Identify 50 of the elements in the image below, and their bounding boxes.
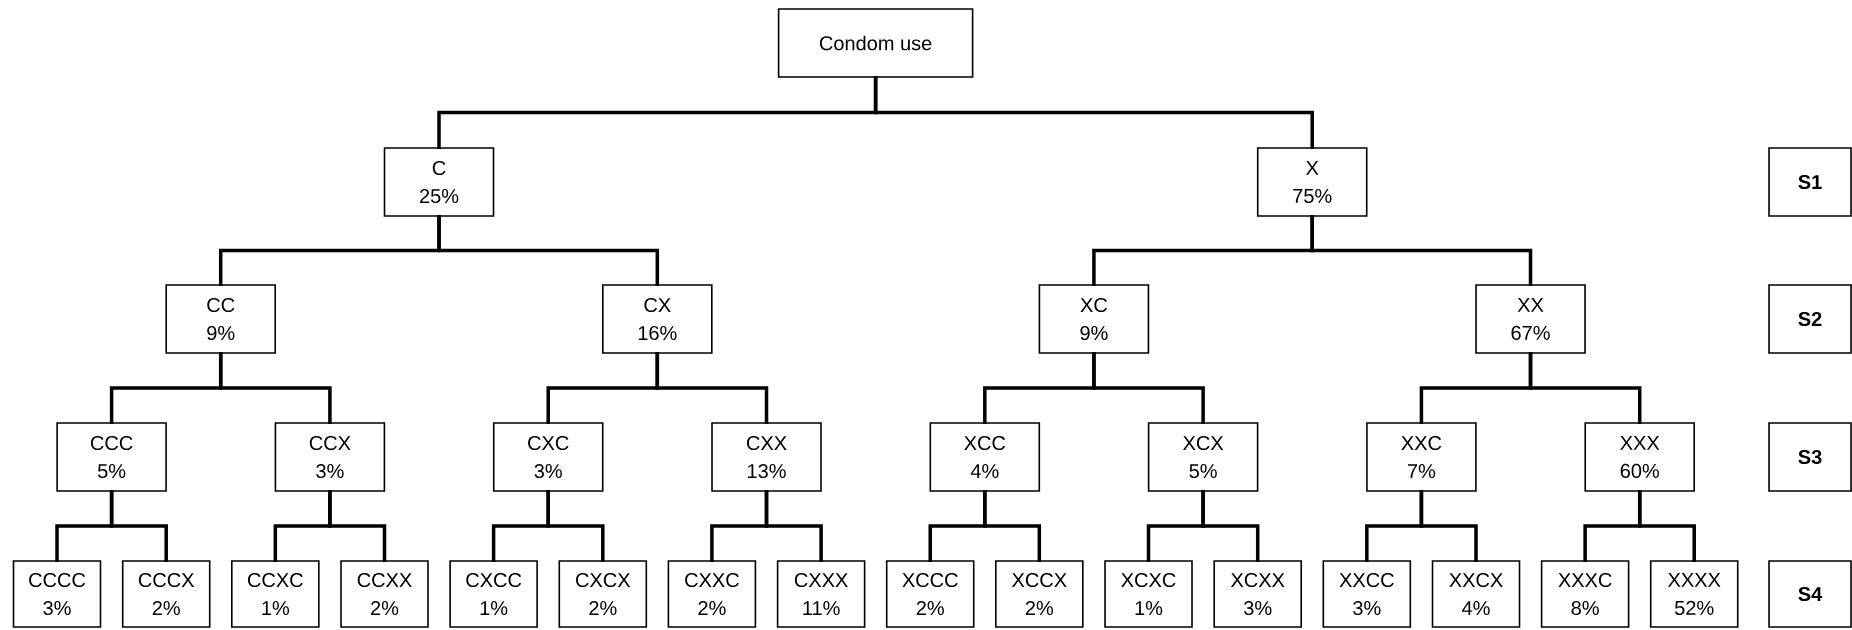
percentage-box: X 75% [1256,147,1368,217]
percentage-box: XXCX 4% [1431,560,1521,628]
percentage-box: XXXC 8% [1540,560,1630,628]
percentage-box: XXCC 3% [1322,560,1412,628]
percentage-box: XCC 4% [929,422,1041,492]
percentage-box: CXC 3% [492,422,604,492]
title-box: Condom use [777,8,974,78]
percentage-box: CCX 3% [274,422,386,492]
connector [437,215,660,286]
connector [328,490,387,562]
percentage-box: XCX 5% [1147,422,1259,492]
percentage-box: CXCC 1% [449,560,538,628]
percentage-box: XCCC 2% [885,560,975,628]
percentage-box: CCC 5% [56,422,167,492]
connector [218,352,332,424]
connector [1419,490,1478,562]
percentage-box: CCCC 3% [12,560,102,628]
stage-box: S3 [1768,422,1852,492]
percentage-box: CXX 13% [711,422,822,492]
percentage-box: CCXC 1% [231,560,320,628]
percentage-box: CXXC 2% [667,560,757,628]
percentage-box: XCXX 3% [1213,560,1302,628]
connector [546,490,605,562]
percentage-box: XCXC 1% [1104,560,1193,628]
percentage-box: XCCX 2% [995,560,1084,628]
connector [1310,215,1533,286]
connector [1637,490,1696,562]
percentage-box: CC 9% [165,284,276,354]
percentage-box: XX 67% [1475,284,1586,354]
stage-box: S4 [1768,560,1852,628]
percentage-box: XXC 7% [1366,422,1477,492]
connector [1528,352,1642,424]
connector [873,76,1314,149]
connector [764,490,823,562]
percentage-box: XXX 60% [1584,422,1695,492]
connector [1201,490,1260,562]
connector [1092,352,1205,424]
connector [983,490,1042,562]
percentage-box: CXXX 11% [776,560,866,628]
percentage-box: CX 16% [602,284,713,354]
percentage-box: XXXX 52% [1649,560,1739,628]
connector [109,490,168,562]
stage-box: S1 [1768,147,1852,217]
percentage-box: CCXX 2% [340,560,429,628]
percentage-box: C 25% [383,147,495,217]
percentage-box: CCCX 2% [121,560,211,628]
percentage-box: XC 9% [1038,284,1150,354]
percentage-box: CXCX 2% [558,560,648,628]
connector [655,352,769,424]
stage-box: S2 [1768,284,1852,354]
